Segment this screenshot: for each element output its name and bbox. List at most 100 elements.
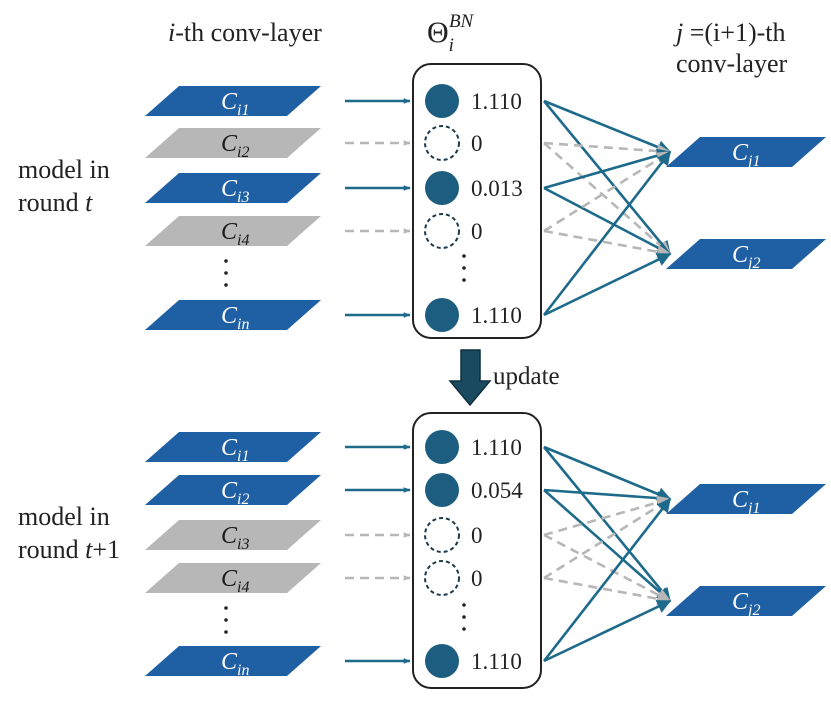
input-channel-label: Cin bbox=[221, 303, 249, 333]
input-channel-active bbox=[145, 86, 321, 116]
input-channel-label: Ci4 bbox=[221, 219, 249, 249]
connection-line bbox=[543, 533, 672, 603]
connections bbox=[542, 445, 672, 663]
ellipsis-dot bbox=[462, 603, 466, 607]
channel-sub: in bbox=[237, 662, 249, 679]
channel-sub: j2 bbox=[746, 602, 760, 619]
connection-line bbox=[542, 150, 672, 316]
input-channel-active bbox=[145, 300, 321, 330]
channel-base: C bbox=[732, 487, 749, 513]
bn-ellipsis bbox=[462, 254, 466, 282]
bn-scaling-value: 0.054 bbox=[471, 478, 523, 503]
ellipsis-dot bbox=[224, 606, 228, 610]
bn-scaling-value: 0 bbox=[471, 523, 483, 548]
channel-sub: i2 bbox=[237, 144, 249, 161]
header-output-layer-text: =(i+1)-th bbox=[683, 18, 785, 47]
input-channel-label: Ci3 bbox=[221, 523, 249, 553]
channel-sub: i3 bbox=[237, 189, 249, 206]
bn-node-active bbox=[425, 430, 459, 464]
input-channel-label: Cin bbox=[221, 649, 249, 679]
connections bbox=[542, 99, 672, 317]
output-channel-label: Cj2 bbox=[732, 589, 760, 619]
bn-node-active bbox=[425, 171, 459, 205]
channel-base: C bbox=[221, 131, 238, 157]
input-channel-active bbox=[145, 646, 321, 676]
round-label-line1: model in bbox=[18, 502, 110, 531]
connection-line bbox=[543, 495, 672, 537]
bn-scaling-value: 0 bbox=[471, 566, 483, 591]
channel-sub: j1 bbox=[746, 153, 760, 170]
channel-sub: i1 bbox=[237, 448, 249, 465]
bn-node-pruned bbox=[424, 517, 460, 553]
header-bn-theta: Θ bbox=[427, 16, 449, 49]
channel-base: C bbox=[221, 176, 238, 202]
channel-base: C bbox=[221, 649, 238, 675]
bn-scaling-value: 0.013 bbox=[471, 176, 523, 201]
channel-sub: j1 bbox=[746, 500, 760, 517]
channels-ellipsis bbox=[224, 606, 228, 634]
bn-node-pruned bbox=[424, 125, 460, 161]
header-output-layer-line2: conv-layer bbox=[676, 49, 788, 78]
ellipsis-dot bbox=[224, 630, 228, 634]
output-channel-label: Cj1 bbox=[732, 487, 760, 517]
connection-line bbox=[543, 252, 672, 317]
ellipsis-dot bbox=[224, 259, 228, 263]
output-channel bbox=[666, 137, 826, 167]
connection-line bbox=[542, 100, 672, 256]
header-bn-sup: BN bbox=[449, 11, 475, 32]
channel-base: C bbox=[732, 242, 749, 268]
channel-base: C bbox=[732, 140, 749, 166]
channel-base: C bbox=[221, 523, 238, 549]
channel-base: C bbox=[221, 89, 238, 115]
channel-base: C bbox=[221, 435, 238, 461]
input-channel-label: Ci2 bbox=[221, 478, 249, 508]
ellipsis-dot bbox=[462, 615, 466, 619]
input-channel-pruned bbox=[145, 128, 321, 158]
channel-base: C bbox=[732, 589, 749, 615]
connection-line bbox=[542, 446, 672, 603]
input-channel-pruned bbox=[145, 520, 321, 550]
bn-scaling-value: 0 bbox=[471, 219, 483, 244]
connection-line bbox=[543, 576, 672, 606]
input-channel-pruned bbox=[145, 563, 321, 593]
header-output-layer-line1: j =(i+1)-th bbox=[673, 18, 785, 47]
bn-node-pruned bbox=[424, 213, 460, 249]
channel-sub: j2 bbox=[746, 255, 760, 272]
ellipsis-dot bbox=[462, 627, 466, 631]
connection-line bbox=[543, 229, 672, 259]
connection-line bbox=[543, 186, 672, 256]
update-arrow-icon bbox=[448, 349, 492, 407]
channel-sub: i1 bbox=[237, 102, 249, 119]
bn-node-active bbox=[425, 644, 459, 678]
input-channel-label: Ci3 bbox=[221, 176, 249, 206]
ellipsis-dot bbox=[224, 618, 228, 622]
round-label-word: round bbox=[18, 188, 85, 217]
round-label-word: round bbox=[18, 535, 85, 564]
connection-line bbox=[543, 150, 672, 233]
output-channel-label: Cj1 bbox=[732, 140, 760, 170]
connection-line bbox=[543, 488, 672, 506]
bn-ellipsis bbox=[462, 603, 466, 631]
bn-node-active bbox=[425, 84, 459, 118]
ellipsis-dot bbox=[462, 266, 466, 270]
input-channel-active bbox=[145, 432, 321, 462]
connection-line bbox=[543, 148, 672, 190]
bn-node-active bbox=[425, 298, 459, 332]
connection-line bbox=[543, 599, 672, 663]
connection-line bbox=[543, 445, 672, 501]
connection-line bbox=[542, 497, 672, 662]
input-channel-active bbox=[145, 173, 321, 203]
header-bn-sub: i bbox=[449, 35, 454, 56]
channel-sub: in bbox=[237, 316, 249, 333]
bn-scaling-value: 1.110 bbox=[471, 89, 522, 114]
round-label-var: t bbox=[85, 535, 93, 564]
channels-ellipsis bbox=[224, 259, 228, 287]
round-label-line2: round t bbox=[18, 188, 93, 217]
connection-line bbox=[543, 142, 672, 255]
channel-base: C bbox=[221, 566, 238, 592]
bn-scaling-value: 0 bbox=[471, 131, 483, 156]
output-channel bbox=[666, 239, 826, 269]
bn-scaling-value: 1.110 bbox=[471, 435, 522, 460]
header-input-layer-text: -th conv-layer bbox=[175, 18, 322, 47]
